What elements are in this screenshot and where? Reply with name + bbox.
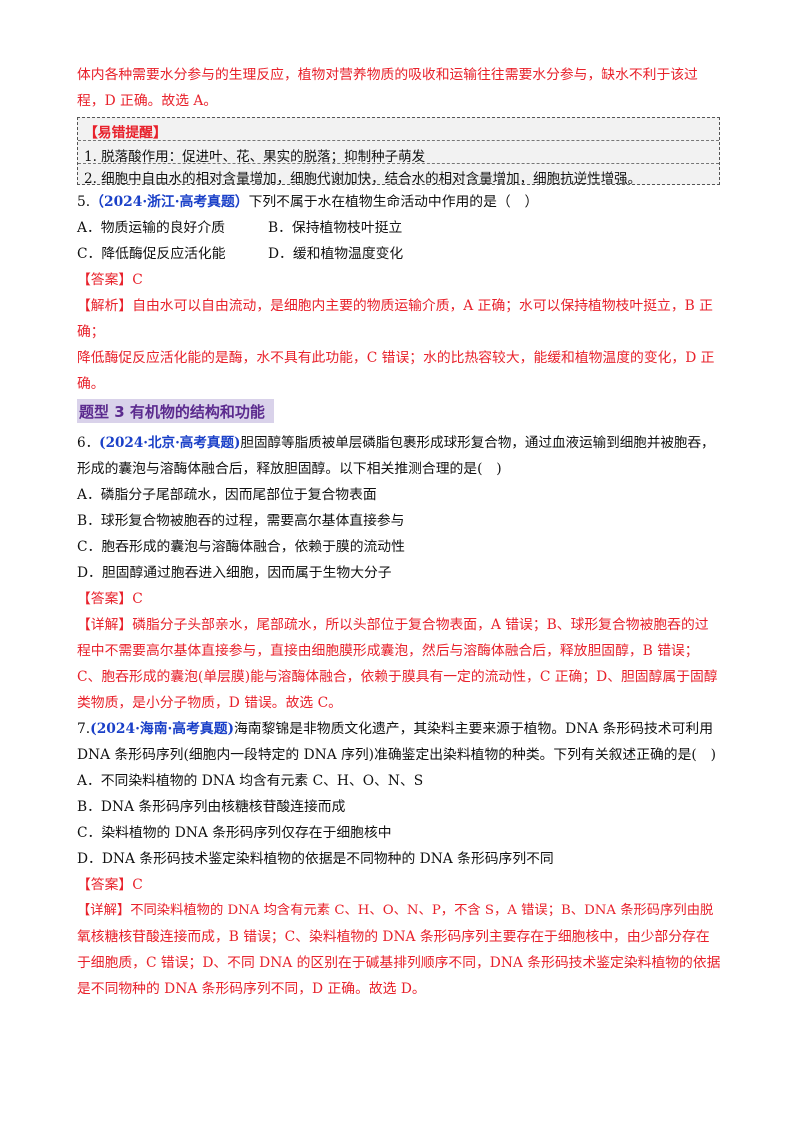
question-6-option-a: A．磷脂分子尾部疏水，因而尾部位于复合物表面 <box>77 487 377 503</box>
analysis-label: 【详解】 <box>77 617 133 633</box>
question-5-analysis-line-1: 【解析】自由水可以自由流动，是细胞内主要的物质运输介质，A 正确；水可以保持植物… <box>77 297 713 315</box>
question-7-analysis-line-2: 氧核糖核苷酸连接而成，B 错误；C、染料植物的 DNA 条形码序列主要存在于细胞… <box>77 929 710 945</box>
tip-divider <box>78 163 719 164</box>
tip-item-1: 1. 脱落酸作用：促进叶、花、果实的脱落；抑制种子萌发 <box>84 149 426 165</box>
question-7-option-a: A．不同染料植物的 DNA 均含有元素 C、H、O、N、S <box>77 773 424 789</box>
question-number: 5. <box>77 194 91 210</box>
analysis-text: 自由水可以自由流动，是细胞内主要的物质运输介质，A 正确；水可以保持植物枝叶挺立… <box>132 298 713 314</box>
option-d: D．缓和植物温度变化 <box>268 246 404 262</box>
question-5-stem: 5.（2024·浙江·高考真题）下列不属于水在植物生命活动中作用的是（ ） <box>77 193 538 211</box>
question-7-answer: 【答案】C <box>77 876 143 894</box>
answer-label: 【答案】 <box>77 877 133 893</box>
question-5-options-row-1: A．物质运输的良好介质 B．保持植物枝叶挺立 <box>77 219 402 237</box>
question-text: 胆固醇等脂质被单层磷脂包裹形成球形复合物，通过血液运输到细胞并被胞吞， <box>240 435 715 451</box>
question-6-analysis-line-3: C、胞吞形成的囊泡(单层膜)能与溶酶体融合，依赖于膜具有一定的流动性，C 正确；… <box>77 669 718 685</box>
question-source: （2024·浙江·高考真题） <box>90 194 249 210</box>
question-6-analysis-line-4: 类物质，是小分子物质，D 错误。故选 C。 <box>77 695 342 711</box>
answer-label: 【答案】 <box>77 272 133 288</box>
question-7-option-c: C．染料植物的 DNA 条形码序列仅存在于细胞核中 <box>77 825 392 841</box>
option-b: B．保持植物枝叶挺立 <box>268 220 403 236</box>
question-7-analysis-line-3: 于细胞质，C 错误；D、不同 DNA 的区别在于碱基排列顺序不同，DNA 条形码… <box>77 955 721 971</box>
question-5-options-row-2: C．降低酶促反应活化能 D．缓和植物温度变化 <box>77 245 403 263</box>
question-6-stem-line-1: 6．(2024·北京·高考真题)胆固醇等脂质被单层磷脂包裹形成球形复合物，通过血… <box>77 434 715 452</box>
question-6-option-c: C．胞吞形成的囊泡与溶酶体融合，依赖于膜的流动性 <box>77 539 405 555</box>
question-7-analysis-line-4: 是不同物种的 DNA 条形码序列不同，D 正确。故选 D。 <box>77 981 426 997</box>
question-number: 6． <box>77 435 100 451</box>
question-6-option-d: D．胆固醇通过胞吞进入细胞，因而属于生物大分子 <box>77 565 392 581</box>
answer-value: C <box>132 272 143 288</box>
question-text: 下列不属于水在植物生命活动中作用的是（ ） <box>248 194 539 210</box>
question-6-answer: 【答案】C <box>77 590 143 608</box>
section-heading: 题型 3 有机物的结构和功能 <box>77 399 274 423</box>
prev-analysis-line-2: 程，D 正确。故选 A。 <box>77 93 218 109</box>
question-number: 7. <box>77 721 91 737</box>
question-source: (2024·北京·高考真题) <box>99 435 241 451</box>
answer-value: C <box>132 877 143 893</box>
question-5-answer: 【答案】C <box>77 271 143 289</box>
question-source: (2024·海南·高考真题) <box>90 721 235 737</box>
prev-analysis-line-1: 体内各种需要水分参与的生理反应，植物对营养物质的吸收和运输往往需要水分参与，缺水… <box>77 67 698 83</box>
question-5-analysis-line-3: 降低酶促反应活化能的是酶，水不具有此功能，C 错误；水的比热容较大，能缓和植物温… <box>77 350 715 366</box>
tip-item-2: 2. 细胞中自由水的相对含量增加，细胞代谢加快，结合水的相对含量增加，细胞抗逆性… <box>84 171 642 187</box>
answer-label: 【答案】 <box>77 591 133 607</box>
analysis-text: 磷脂分子头部亲水，尾部疏水，所以头部位于复合物表面，A 错误；B、球形复合物被胞… <box>132 617 709 633</box>
tip-divider <box>78 140 719 141</box>
question-5-analysis-line-2: 确； <box>77 324 105 340</box>
question-7-stem-line-2: DNA 条形码序列(细胞内一段特定的 DNA 序列)准确鉴定出染料植物的种类。下… <box>77 747 716 763</box>
analysis-text: 不同染料植物的 DNA 均含有元素 C、H、O、N、P，不含 S，A 错误；B、… <box>130 903 714 918</box>
question-6-stem-line-2: 形成的囊泡与溶酶体融合后，释放胆固醇。以下相关推测合理的是( ) <box>77 461 502 477</box>
question-7-analysis-line-1: 【详解】不同染料植物的 DNA 均含有元素 C、H、O、N、P，不含 S，A 错… <box>77 902 713 920</box>
question-6-option-b: B．球形复合物被胞吞的过程，需要高尔基体直接参与 <box>77 513 405 529</box>
question-7-option-d: D．DNA 条形码技术鉴定染料植物的依据是不同物种的 DNA 条形码序列不同 <box>77 851 554 867</box>
analysis-label: 【详解】 <box>77 903 131 918</box>
section-title: 题型 3 有机物的结构和功能 <box>79 403 265 421</box>
tip-title: 【易错提醒】 <box>84 125 167 141</box>
mistake-tip-box: 【易错提醒】 1. 脱落酸作用：促进叶、花、果实的脱落；抑制种子萌发 2. 细胞… <box>77 117 720 187</box>
option-c: C．降低酶促反应活化能 <box>77 246 226 262</box>
question-7-stem-line-1: 7.(2024·海南·高考真题)海南黎锦是非物质文化遗产，其染料主要来源于植物。… <box>77 720 713 738</box>
question-6-analysis-line-1: 【详解】磷脂分子头部亲水，尾部疏水，所以头部位于复合物表面，A 错误；B、球形复… <box>77 616 709 634</box>
analysis-label: 【解析】 <box>77 298 133 314</box>
question-7-option-b: B．DNA 条形码序列由核糖核苷酸连接而成 <box>77 799 346 815</box>
question-6-analysis-line-2: 程中不需要高尔基体直接参与，直接由细胞膜形成囊泡，然后与溶酶体融合后，释放胆固醇… <box>77 643 699 659</box>
question-5-analysis-line-4: 确。 <box>77 376 105 392</box>
option-a: A．物质运输的良好介质 <box>77 220 225 236</box>
question-text: 海南黎锦是非物质文化遗产，其染料主要来源于植物。DNA 条形码技术可利用 <box>234 721 713 737</box>
answer-value: C <box>132 591 143 607</box>
